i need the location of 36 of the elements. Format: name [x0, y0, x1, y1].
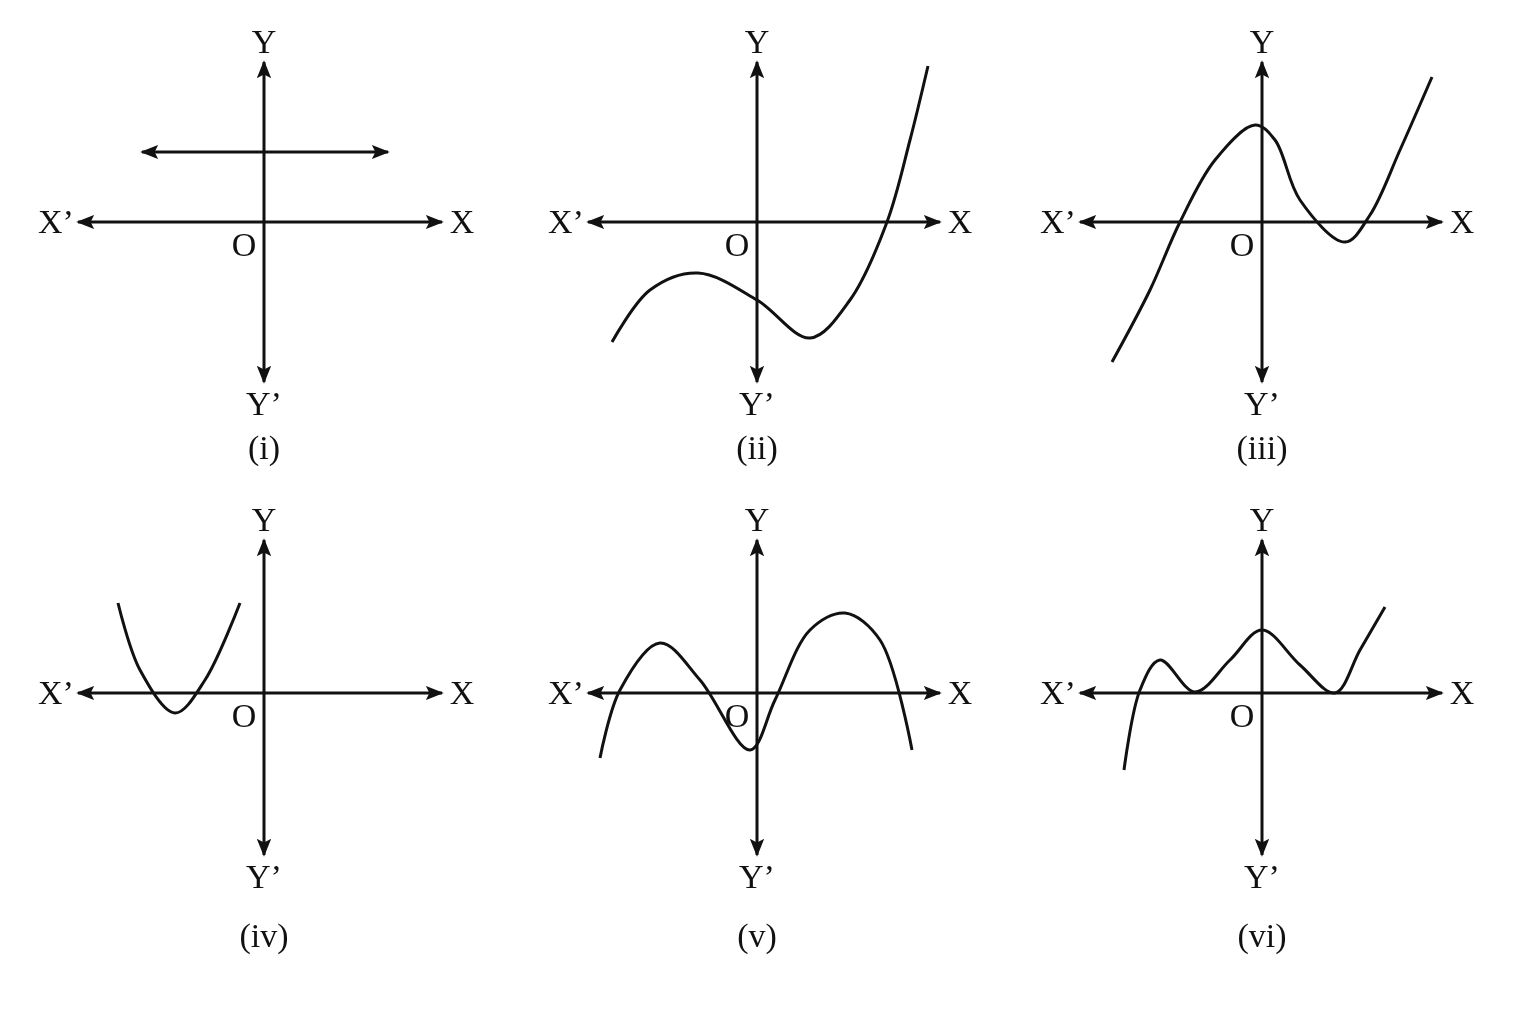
axis-label: Y	[744, 25, 770, 59]
axis-label: Y	[251, 503, 277, 537]
axis-label: Y’	[246, 860, 282, 894]
figure-label: (vi)	[1237, 919, 1287, 953]
origin-label: O	[724, 699, 750, 733]
axis-label: X’	[548, 205, 584, 239]
axis-label: X’	[1040, 676, 1076, 710]
axis-label: Y’	[1244, 860, 1280, 894]
axis-label: X	[449, 205, 475, 239]
origin-label: O	[1229, 699, 1255, 733]
axis-label: X	[947, 205, 973, 239]
origin-label: O	[724, 228, 750, 262]
axis-label: X’	[38, 676, 74, 710]
figure-label: (ii)	[736, 431, 778, 465]
axis-label: X’	[38, 205, 74, 239]
figure-label: (iii)	[1236, 431, 1288, 465]
axis-label: X’	[1040, 205, 1076, 239]
axis-label: X	[1449, 205, 1475, 239]
axis-label: Y’	[739, 387, 775, 421]
axis-label: Y’	[739, 860, 775, 894]
origin-label: O	[1229, 228, 1255, 262]
axis-label: Y’	[246, 387, 282, 421]
axis-label: Y	[1249, 25, 1275, 59]
axis-label: X	[1449, 676, 1475, 710]
figure-label: (iv)	[239, 919, 289, 953]
origin-label: O	[231, 228, 257, 262]
axis-label: Y	[251, 25, 277, 59]
figure-label: (v)	[737, 919, 777, 953]
axis-label: Y’	[1244, 387, 1280, 421]
figure-label: (i)	[247, 431, 281, 465]
axis-label: X’	[548, 676, 584, 710]
axis-label: Y	[744, 503, 770, 537]
axis-label: Y	[1249, 503, 1275, 537]
axis-label: X	[449, 676, 475, 710]
axis-label: X	[947, 676, 973, 710]
origin-label: O	[231, 699, 257, 733]
